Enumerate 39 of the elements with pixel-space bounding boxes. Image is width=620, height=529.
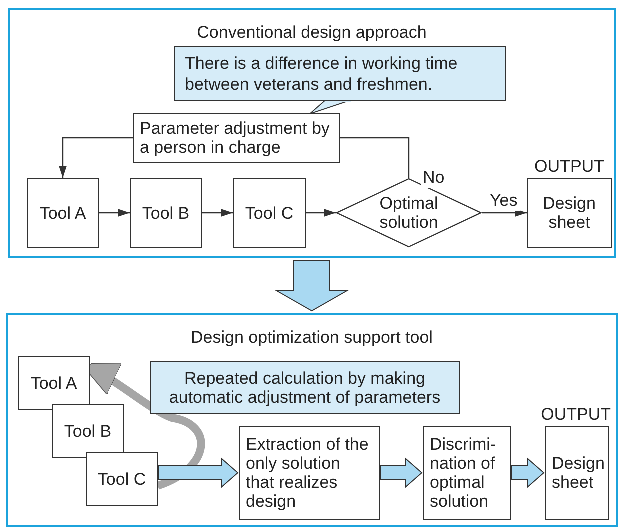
tool-box (27, 178, 99, 248)
note-box (150, 361, 460, 414)
node-text: Tool B (64, 422, 112, 440)
output-label: OUTPUT (534, 156, 604, 177)
node-text: Tool A (40, 204, 86, 222)
section-panel (6, 313, 618, 527)
tool-box (52, 404, 124, 458)
tool-box (18, 356, 90, 410)
arrow (482, 209, 527, 217)
node-text: Tool C (98, 470, 146, 488)
callout-text: There is a difference in working time between veterans and freshmen. (185, 52, 459, 94)
node-text: Design sheet (552, 454, 605, 492)
section-panel (8, 8, 616, 258)
node-text: Optimal solution (378, 194, 440, 232)
node-text: Design sheet (542, 194, 597, 232)
tool-box (86, 452, 158, 506)
arrow (306, 209, 336, 217)
panel-title: Conventional design approach (197, 22, 427, 44)
node-text: Parameter adjustment by a person in charge (140, 119, 331, 157)
arrow (99, 209, 130, 217)
output-label: OUTPUT (541, 404, 611, 425)
node-text: Tool A (30, 374, 78, 392)
node-text: Tool B (142, 204, 190, 222)
block-arrow (275, 260, 349, 312)
process-box (239, 426, 380, 520)
tool-box (130, 178, 202, 248)
block-arrow (158, 458, 239, 488)
node-text: Discrimi- nation of optimal solution (430, 435, 498, 511)
block-arrow (380, 458, 423, 488)
process-box (133, 113, 340, 163)
arrow (59, 137, 133, 178)
panel-title: Design optimization support tool (191, 327, 433, 349)
arrow (202, 209, 233, 217)
node-text: Repeated calculation by making automatic adjustment of parameters (168, 368, 442, 406)
block-arrow (512, 458, 545, 488)
process-box (423, 426, 511, 520)
tool-box (233, 178, 306, 248)
node-text: Tool C (245, 204, 294, 222)
node-text: Extraction of the only solution that realizes design (246, 435, 370, 511)
